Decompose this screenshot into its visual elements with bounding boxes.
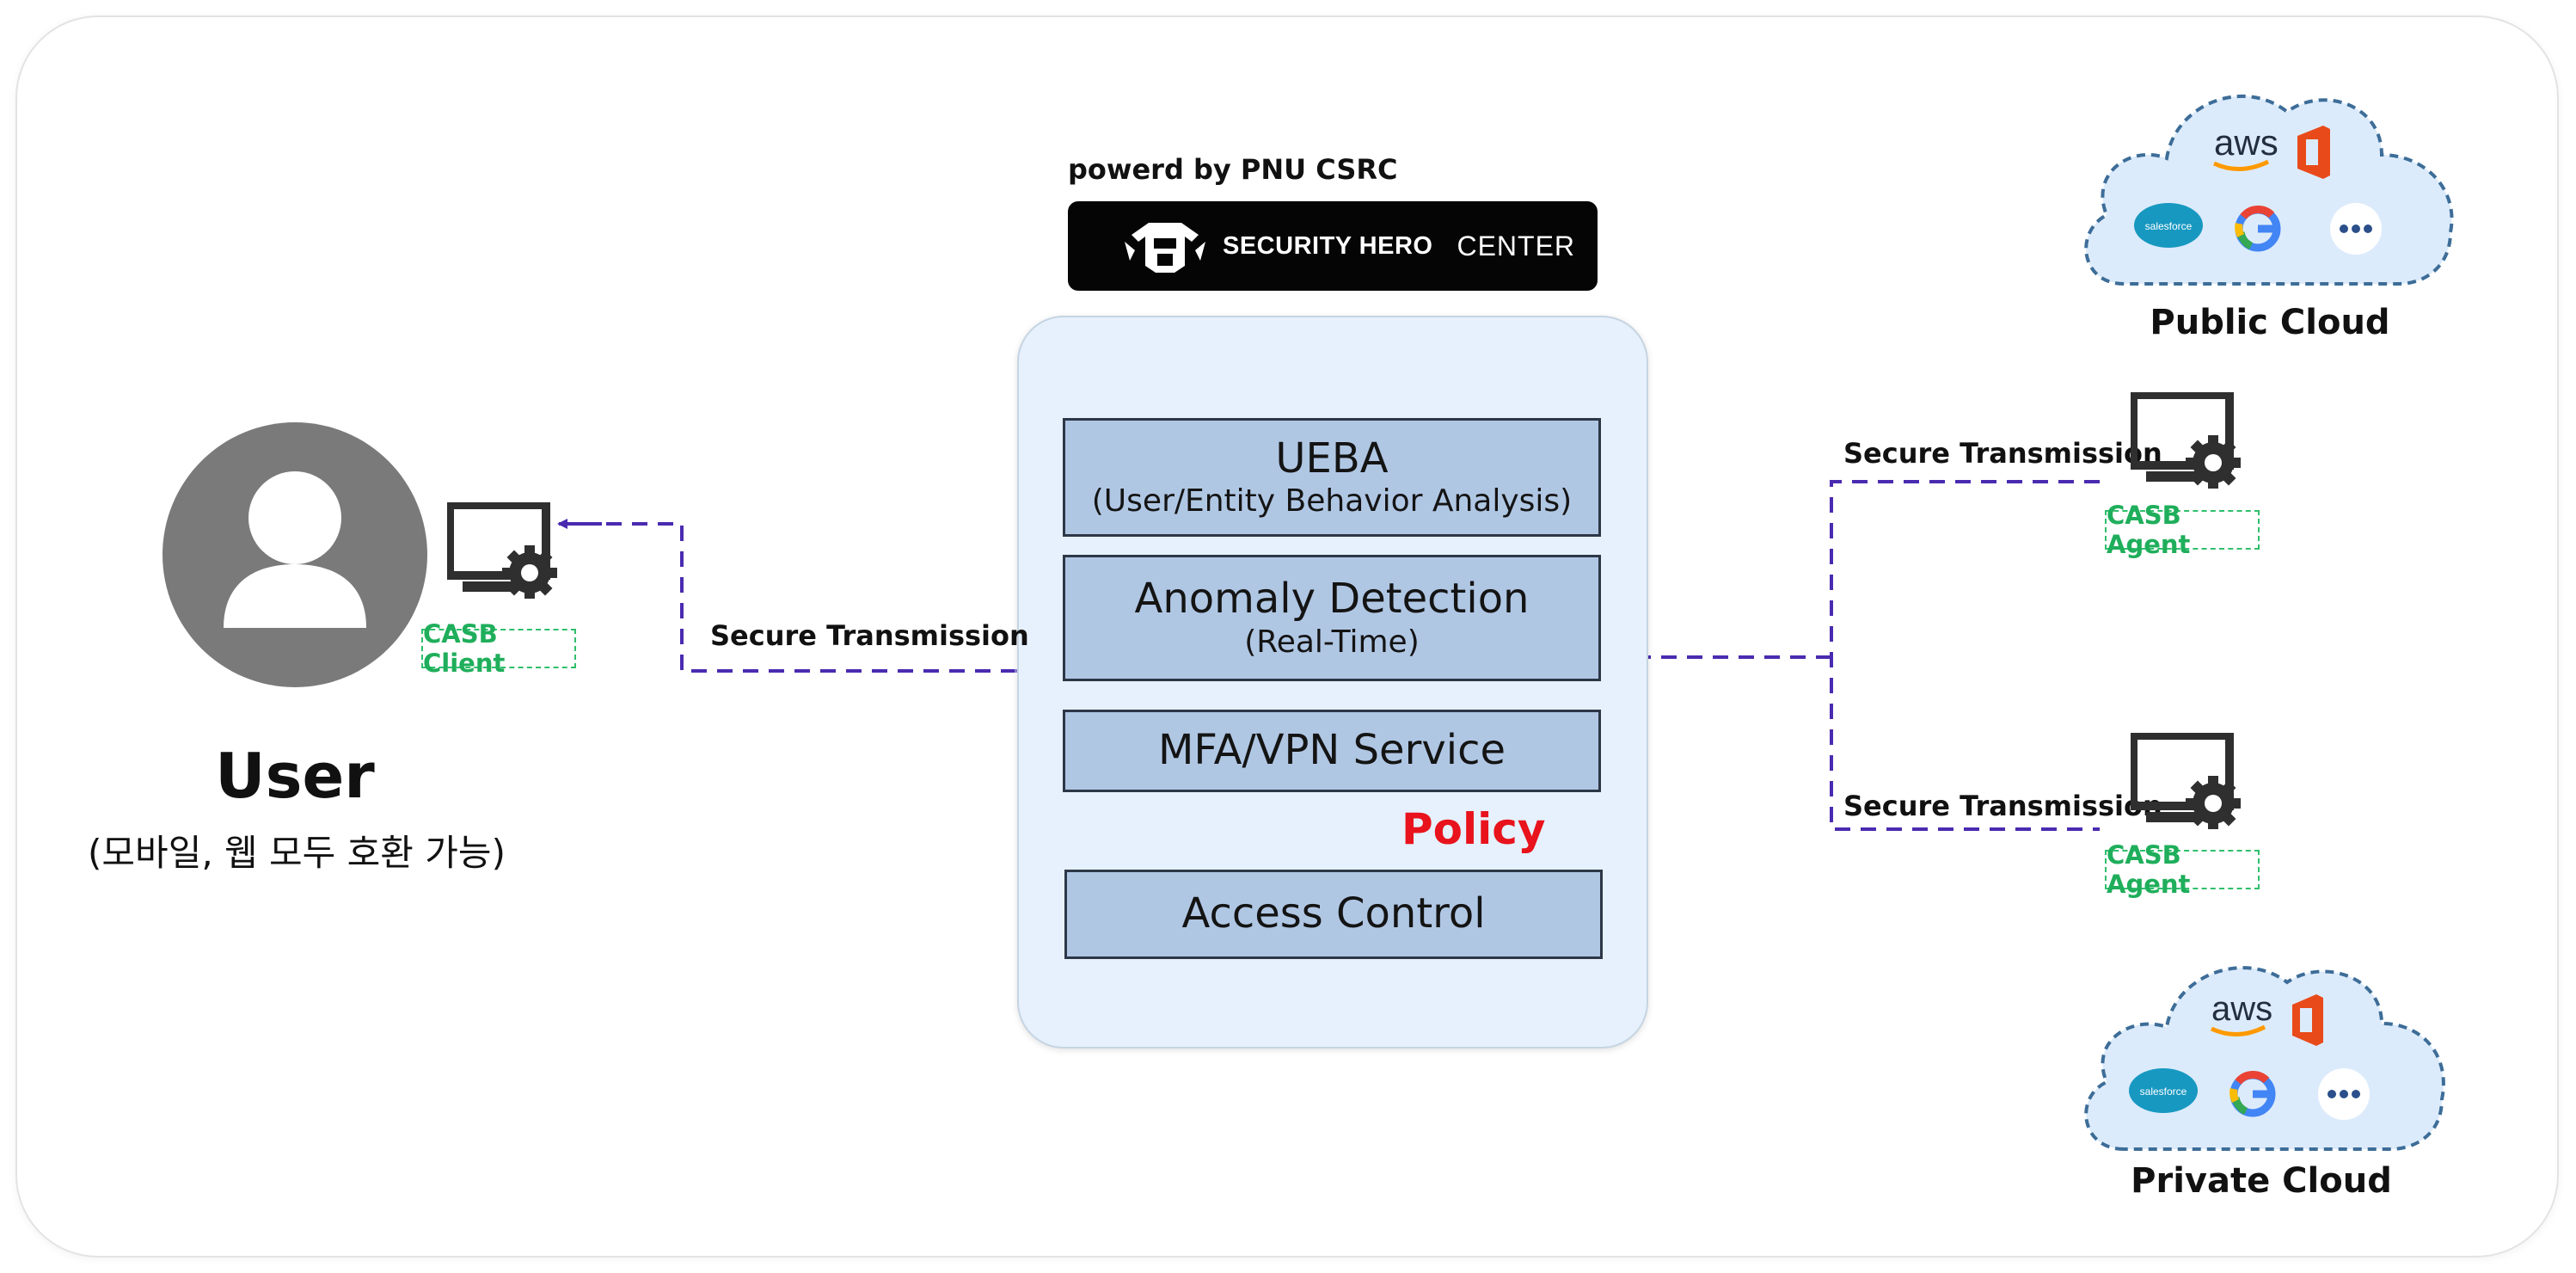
mfa-title: MFA/VPN Service	[1158, 726, 1506, 775]
private-office-icon	[2292, 994, 2323, 1046]
casb-client-badge: CASB Client	[421, 619, 576, 678]
access-control-module: Access Control	[1064, 870, 1603, 959]
casb-agent-bottom-badge: CASB Agent	[2105, 840, 2260, 899]
private-salesforce-logo: salesforce	[2129, 1068, 2198, 1113]
user-subtitle: (모바일, 웹 모두 호환 가능)	[88, 832, 506, 874]
agent-bottom-monitor-gear-icon	[2131, 733, 2241, 829]
ueba-subtitle: (User/Entity Behavior Analysis)	[1091, 483, 1573, 519]
public-salesforce-logo: salesforce	[2134, 203, 2203, 248]
left-link-label: Secure Transmission	[710, 619, 1029, 652]
anomaly-detection-module: Anomaly Detection (Real-Time)	[1063, 555, 1601, 681]
user-avatar-icon	[163, 422, 427, 687]
right-top-link-label: Secure Transmission	[1843, 437, 2162, 470]
anomaly-subtitle: (Real-Time)	[1244, 624, 1420, 660]
client-monitor-gear-icon	[447, 502, 557, 599]
right-bottom-link-label: Secure Transmission	[1843, 790, 2162, 822]
public-aws-logo: aws	[2212, 122, 2279, 172]
svg-text:salesforce: salesforce	[2145, 220, 2193, 232]
public-cloud-title: Public Cloud	[2150, 303, 2390, 342]
svg-text:salesforce: salesforce	[2140, 1085, 2187, 1098]
access-control-title: Access Control	[1181, 889, 1486, 938]
public-cloud-icon: aws salesforce	[2084, 95, 2454, 286]
powered-by-label: powerd by PNU CSRC	[1068, 153, 1398, 186]
security-hero-logo: SECURITY HERO CENTER	[1068, 201, 1598, 291]
ueba-module: UEBA (User/Entity Behavior Analysis)	[1063, 418, 1601, 537]
private-cloud-title: Private Cloud	[2131, 1161, 2392, 1201]
private-more-icon	[2318, 1068, 2370, 1120]
private-cloud-icon: aws salesforce	[2084, 966, 2445, 1151]
agent-top-monitor-gear-icon	[2131, 392, 2241, 489]
svg-text:aws: aws	[2214, 122, 2279, 163]
outer-frame	[15, 15, 2559, 1258]
public-more-icon	[2330, 203, 2382, 255]
svg-text:aws: aws	[2211, 990, 2272, 1028]
logo-sub-text: CENTER	[1457, 230, 1576, 261]
public-google-icon	[2235, 206, 2281, 252]
private-aws-logo: aws	[2210, 990, 2272, 1037]
public-office-icon	[2297, 126, 2330, 179]
hero-mascot-icon	[1125, 223, 1205, 273]
logo-main-text: SECURITY HERO	[1223, 231, 1433, 260]
mfa-vpn-module: MFA/VPN Service	[1063, 710, 1601, 792]
ueba-title: UEBA	[1275, 434, 1389, 483]
user-title: User	[215, 740, 375, 812]
right-top-secure-link	[1830, 480, 2100, 831]
private-google-icon	[2229, 1071, 2276, 1117]
anomaly-title: Anomaly Detection	[1134, 575, 1530, 624]
casb-agent-top-badge: CASB Agent	[2105, 501, 2260, 559]
policy-label: Policy	[1401, 804, 1546, 854]
